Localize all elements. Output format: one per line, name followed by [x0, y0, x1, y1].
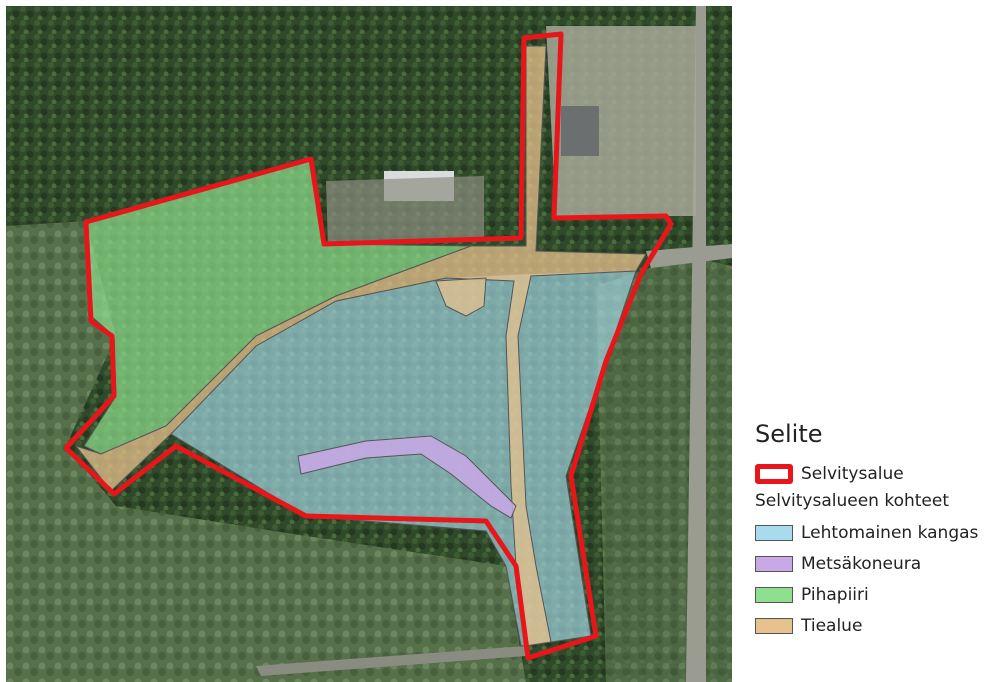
legend-item-boundary: Selvitysalue — [755, 458, 1005, 489]
map-legend: Selite Selvitysalue Selvitysalueen kohte… — [755, 420, 1005, 641]
side-road — [646, 244, 732, 268]
legend-item-pihapiiri: Pihapiiri — [755, 579, 1005, 610]
aerial-map — [6, 6, 732, 682]
legend-label: Selvitysalue — [801, 463, 904, 484]
area-tiealue-turnout — [435, 277, 487, 317]
building — [561, 106, 599, 156]
legend-label: Pihapiiri — [801, 584, 869, 605]
legend-label: Lehtomainen kangas — [801, 522, 979, 543]
lower-road — [256, 646, 526, 676]
area-metsakoneura — [297, 435, 517, 519]
legend-subtitle: Selvitysalueen kohteet — [755, 491, 950, 511]
legend-label: Metsäkoneura — [801, 553, 922, 574]
legend-title: Selite — [755, 420, 823, 448]
legend-item-lehtomainen-kangas: Lehtomainen kangas — [755, 517, 1005, 548]
north-clearing — [546, 26, 696, 216]
residential-area — [6, 221, 526, 682]
area-tiealue — [74, 45, 647, 647]
swatch-1 — [755, 555, 793, 572]
main-road — [686, 6, 706, 682]
selvitysalue-boundary — [63, 31, 674, 661]
legend-label: Tiealue — [801, 615, 863, 636]
boundary-swatch — [755, 463, 793, 484]
legend-item-metsakoneura: Metsäkoneura — [755, 548, 1005, 579]
legend-item-tiealue: Tiealue — [755, 610, 1005, 641]
swatch-3 — [755, 617, 793, 634]
parking-area — [326, 176, 484, 246]
swatch-2 — [755, 586, 793, 603]
swatch-0 — [755, 524, 793, 541]
